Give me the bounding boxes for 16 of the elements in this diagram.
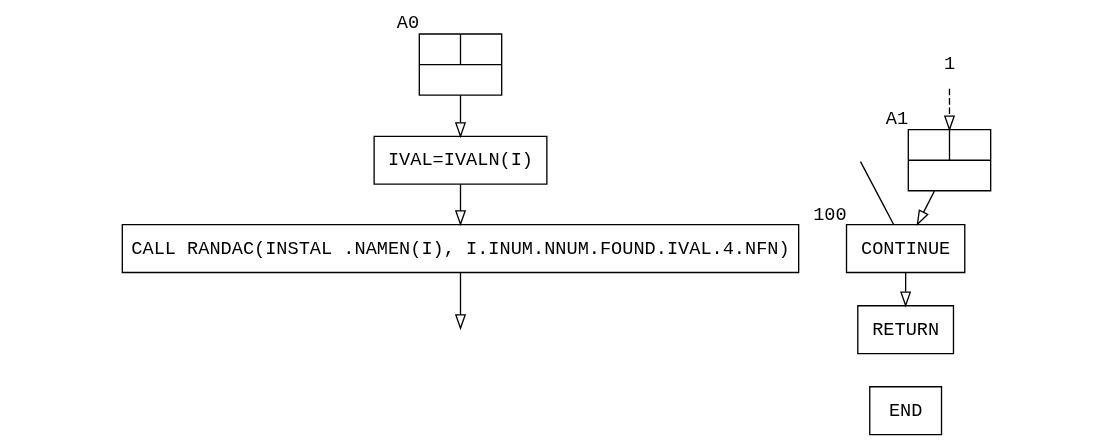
arrow: [899, 271, 911, 308]
node-box: CALL RANDAC(INSTAL .NAMEN(I), I.INUM.NNUM.FOUND.IVAL.4.NFN): [121, 224, 799, 274]
arrow: [916, 190, 935, 226]
node-label: A0: [396, 13, 419, 35]
node-text: 1: [943, 54, 955, 76]
node-label: A1: [885, 108, 908, 130]
arrow: [454, 183, 466, 227]
connector: [859, 160, 894, 226]
node-box: CONTINUE: [845, 224, 965, 274]
node-box: IVAL=IVALN(I): [372, 135, 548, 185]
node-box: RETURN: [856, 305, 954, 355]
arrow: [454, 94, 466, 139]
arrow: [943, 88, 955, 132]
arrow: [454, 271, 466, 331]
node-box: END: [868, 386, 942, 436]
node-label: 100: [812, 204, 847, 226]
